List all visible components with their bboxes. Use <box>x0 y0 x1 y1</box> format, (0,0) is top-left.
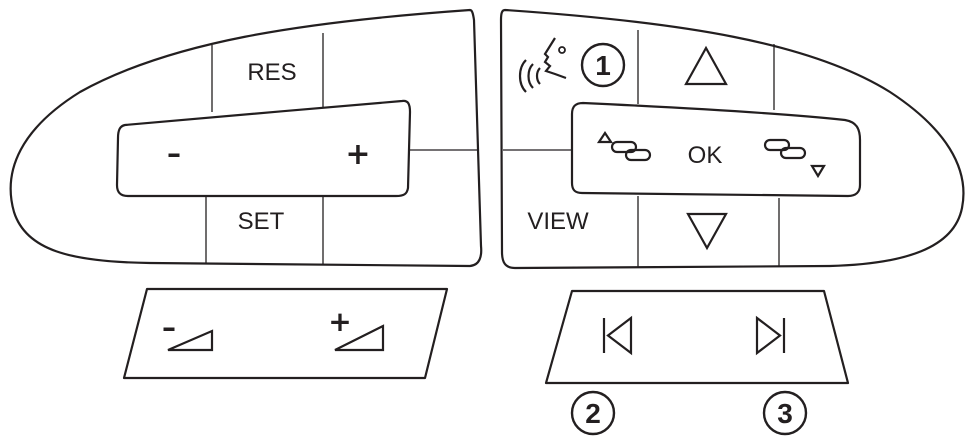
callout-3: 3 <box>762 390 808 436</box>
right-control-pad: OK VIEW <box>499 8 965 270</box>
left-control-pad: RES SET – + <box>9 8 483 268</box>
callout-1-number: 1 <box>595 50 611 81</box>
triangle-down-icon[interactable] <box>686 212 728 251</box>
track-control-pad <box>544 289 850 385</box>
volume-down-icon[interactable] <box>167 329 214 352</box>
cruise-adjust-rocker[interactable] <box>115 99 412 198</box>
callout-2: 2 <box>570 390 616 436</box>
callout-2-number: 2 <box>585 398 601 429</box>
skip-next-icon[interactable] <box>755 315 786 356</box>
callout-3-number: 3 <box>777 398 793 429</box>
link-next-icon[interactable] <box>763 138 826 179</box>
volume-control-pad: – + <box>122 287 449 380</box>
triangle-up-icon[interactable] <box>684 45 728 86</box>
callout-1: 1 <box>580 42 626 88</box>
speed-decrease-button[interactable]: – <box>167 137 181 170</box>
skip-previous-icon[interactable] <box>602 315 633 356</box>
volume-decrease-button[interactable]: – <box>162 311 176 344</box>
voice-command-icon[interactable] <box>518 37 567 93</box>
ok-button[interactable]: OK <box>688 142 723 169</box>
set-button[interactable]: SET <box>238 208 285 235</box>
screen-navigation-rocker[interactable] <box>570 101 862 198</box>
link-prev-icon[interactable] <box>596 131 652 162</box>
speed-increase-button[interactable]: + <box>345 137 370 172</box>
volume-up-icon[interactable] <box>334 324 385 352</box>
volume-increase-button[interactable]: + <box>328 305 351 338</box>
res-button[interactable]: RES <box>247 59 296 86</box>
view-button[interactable]: VIEW <box>527 208 589 235</box>
